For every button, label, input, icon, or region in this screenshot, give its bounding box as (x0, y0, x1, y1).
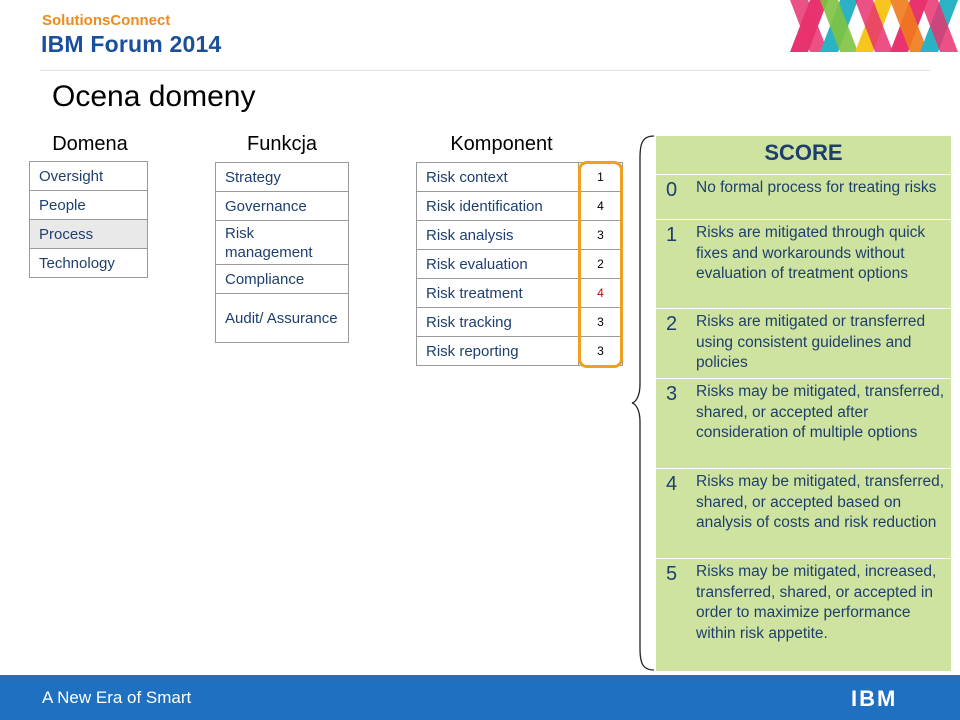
funkcja-item-governance[interactable]: Governance (215, 191, 349, 221)
domena-item-oversight[interactable]: Oversight (29, 161, 148, 191)
score-level-4: 4 Risks may be mitigated, transferred, s… (656, 468, 951, 558)
score-level-0: 0 No formal process for treating risks (656, 174, 951, 219)
score-title: SCORE (764, 140, 843, 165)
column-header-domena: Domena (52, 133, 128, 155)
score-level-number: 4 (666, 473, 678, 495)
komponent-score: 4 (578, 191, 623, 221)
domena-table: Oversight People Process Technology (29, 161, 148, 278)
komponent-item-risk-reporting[interactable]: Risk reporting (416, 336, 579, 366)
score-level-number: 2 (666, 313, 678, 335)
domena-item-people[interactable]: People (29, 190, 148, 220)
score-column-highlight (578, 161, 623, 368)
funkcja-item-audit-assurance[interactable]: Audit/ Assurance (215, 293, 349, 343)
funkcja-item-compliance[interactable]: Compliance (215, 264, 349, 294)
decorative-pattern-icon (790, 0, 958, 52)
column-header-komponent: Komponent (450, 133, 553, 155)
komponent-score: 2 (578, 249, 623, 279)
komponent-item-risk-evaluation[interactable]: Risk evaluation (416, 249, 579, 279)
funkcja-item-strategy[interactable]: Strategy (215, 162, 349, 192)
funkcja-item-risk-management[interactable]: Risk management (215, 220, 349, 265)
score-level-5: 5 Risks may be mitigated, increased, tra… (656, 558, 951, 671)
score-level-2: 2 Risks are mitigated or transferred usi… (656, 308, 951, 378)
score-level-text: Risks may be mitigated, transferred, sha… (696, 473, 945, 531)
score-level-text: Risks may be mitigated, increased, trans… (696, 563, 937, 642)
score-level-1: 1 Risks are mitigated through quick fixe… (656, 219, 951, 308)
footer-tagline: A New Era of Smart (42, 688, 192, 707)
score-level-text: Risks are mitigated or transferred using… (696, 313, 926, 371)
komponent-item-risk-analysis[interactable]: Risk analysis (416, 220, 579, 250)
header-divider (40, 70, 930, 71)
ibm-logo: IBM (851, 686, 898, 711)
score-level-text: Risks may be mitigated, transferred, sha… (696, 383, 945, 441)
komponent-item-risk-treatment[interactable]: Risk treatment (416, 278, 579, 308)
score-level-number: 5 (666, 563, 678, 585)
brand-title: IBM Forum 2014 (41, 31, 222, 57)
column-header-funkcja: Funkcja (246, 133, 318, 155)
domena-item-process[interactable]: Process (29, 219, 148, 249)
score-level-3: 3 Risks may be mitigated, transferred, s… (656, 378, 951, 468)
komponent-item-risk-tracking[interactable]: Risk tracking (416, 307, 579, 337)
score-level-number: 3 (666, 383, 678, 405)
score-level-text: No formal process for treating risks (696, 179, 937, 196)
curly-brace-icon (631, 135, 655, 671)
komponent-table: Risk context 1 Risk identification 4 Ris… (416, 162, 623, 366)
domena-item-technology[interactable]: Technology (29, 248, 148, 278)
score-level-number: 1 (666, 224, 678, 246)
brand-subtitle: SolutionsConnect (42, 12, 171, 29)
score-level-number: 0 (666, 179, 678, 201)
funkcja-table: Strategy Governance Risk management Comp… (215, 162, 349, 343)
komponent-item-risk-context[interactable]: Risk context (416, 162, 579, 192)
komponent-item-risk-identification[interactable]: Risk identification (416, 191, 579, 221)
score-panel: SCORE 0 No formal process for treating r… (656, 136, 951, 671)
footer-bar: A New Era of Smart IBM (0, 675, 960, 720)
page-title: Ocena domeny (52, 80, 256, 113)
score-level-text: Risks are mitigated through quick fixes … (696, 224, 926, 282)
